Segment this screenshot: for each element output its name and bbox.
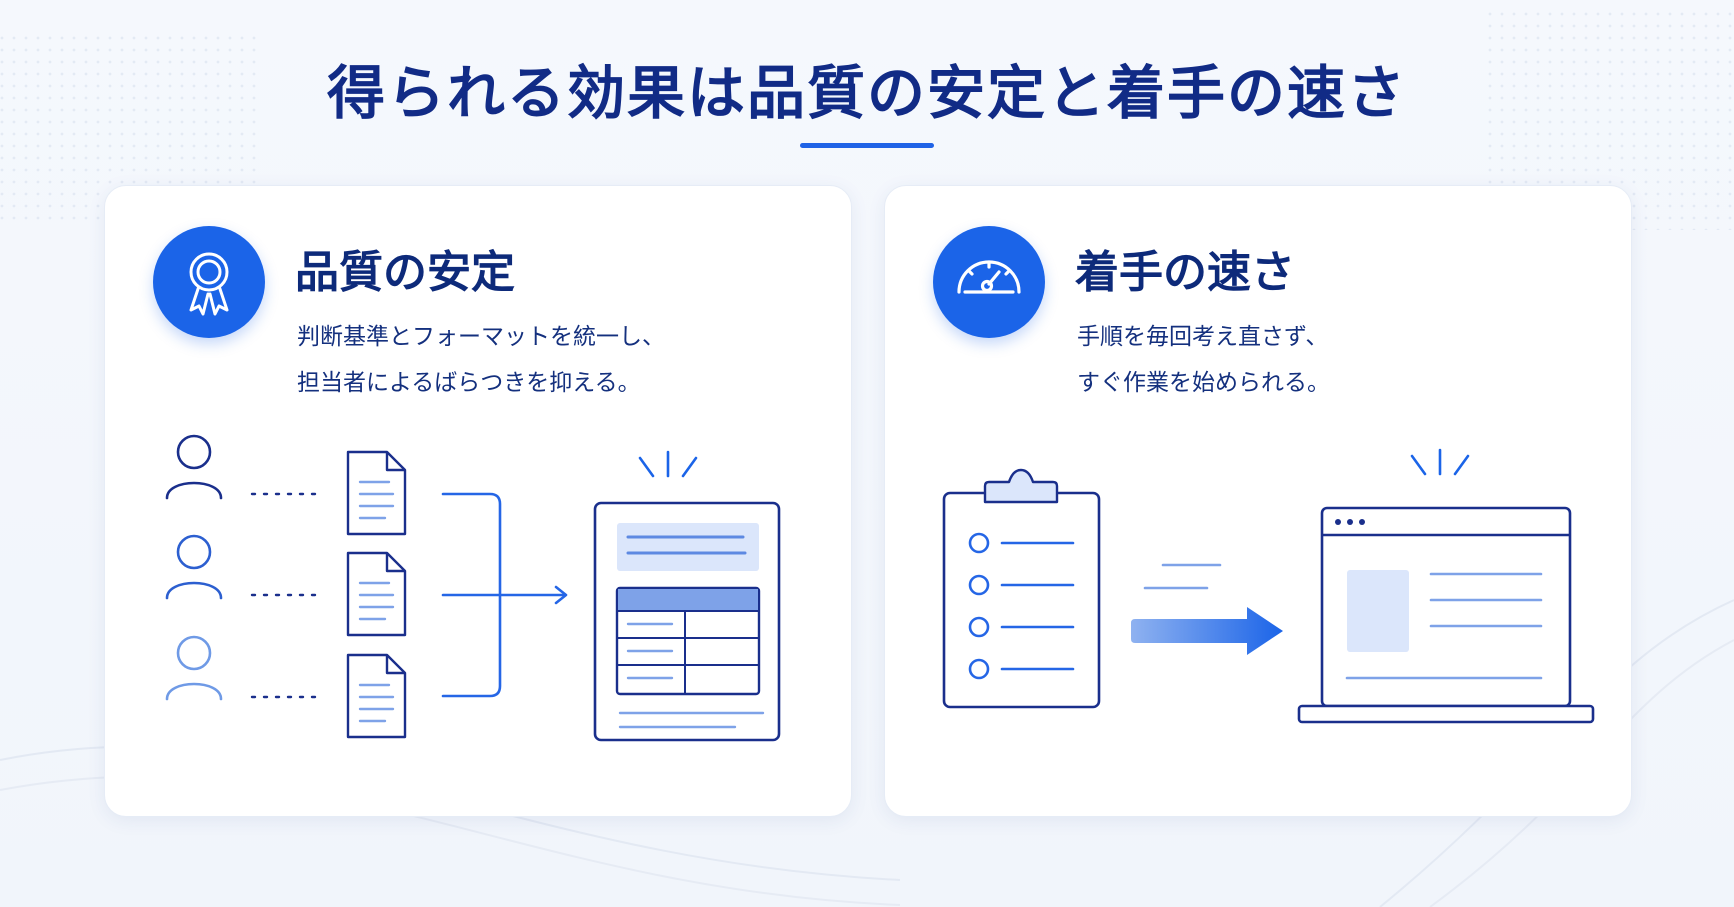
speed-card: 着手の速さ 手順を毎回考え直さず、 すぐ作業を始められる。 [884,185,1632,817]
clipboard-checklist [942,468,1101,709]
standardization-illustration [165,434,781,742]
person-icon [165,434,223,500]
laptop-app-window [1297,448,1595,724]
person-icon [165,534,223,600]
speed-badge [933,226,1045,338]
dotted-connector [250,492,317,699]
quality-desc-line1: 判断基準とフォーマットを統一し、 [297,324,665,350]
speed-desc-line1: 手順を毎回考え直さず、 [1077,324,1329,350]
speed-heading: 着手の速さ [1075,247,1295,298]
unified-form-document [593,450,781,742]
speed-description: 手順を毎回考え直さず、 すぐ作業を始められる。 [1077,314,1597,406]
quick-start-illustration [942,448,1595,724]
document-icon [346,450,407,536]
quality-description: 判断基準とフォーマットを統一し、 担当者によるばらつきを抑える。 [297,314,817,406]
quality-badge [153,226,265,338]
merge-arrow [441,492,568,698]
document-icon [346,551,407,637]
document-icon [346,653,407,739]
title-underline [800,143,934,148]
speedometer-icon [957,260,1021,294]
quality-desc-line2: 担当者によるばらつきを抑える。 [297,370,641,396]
award-ribbon-icon [189,252,229,316]
speed-desc-line2: すぐ作業を始められる。 [1077,370,1330,396]
page-title: 得られる効果は品質の安定と着手の速さ [326,59,1407,127]
quality-heading: 品質の安定 [295,247,515,298]
quality-card: 品質の安定 判断基準とフォーマットを統一し、 担当者によるばらつきを抑える。 [104,185,852,817]
fast-forward-arrow [1131,563,1283,655]
person-icon [165,635,223,701]
